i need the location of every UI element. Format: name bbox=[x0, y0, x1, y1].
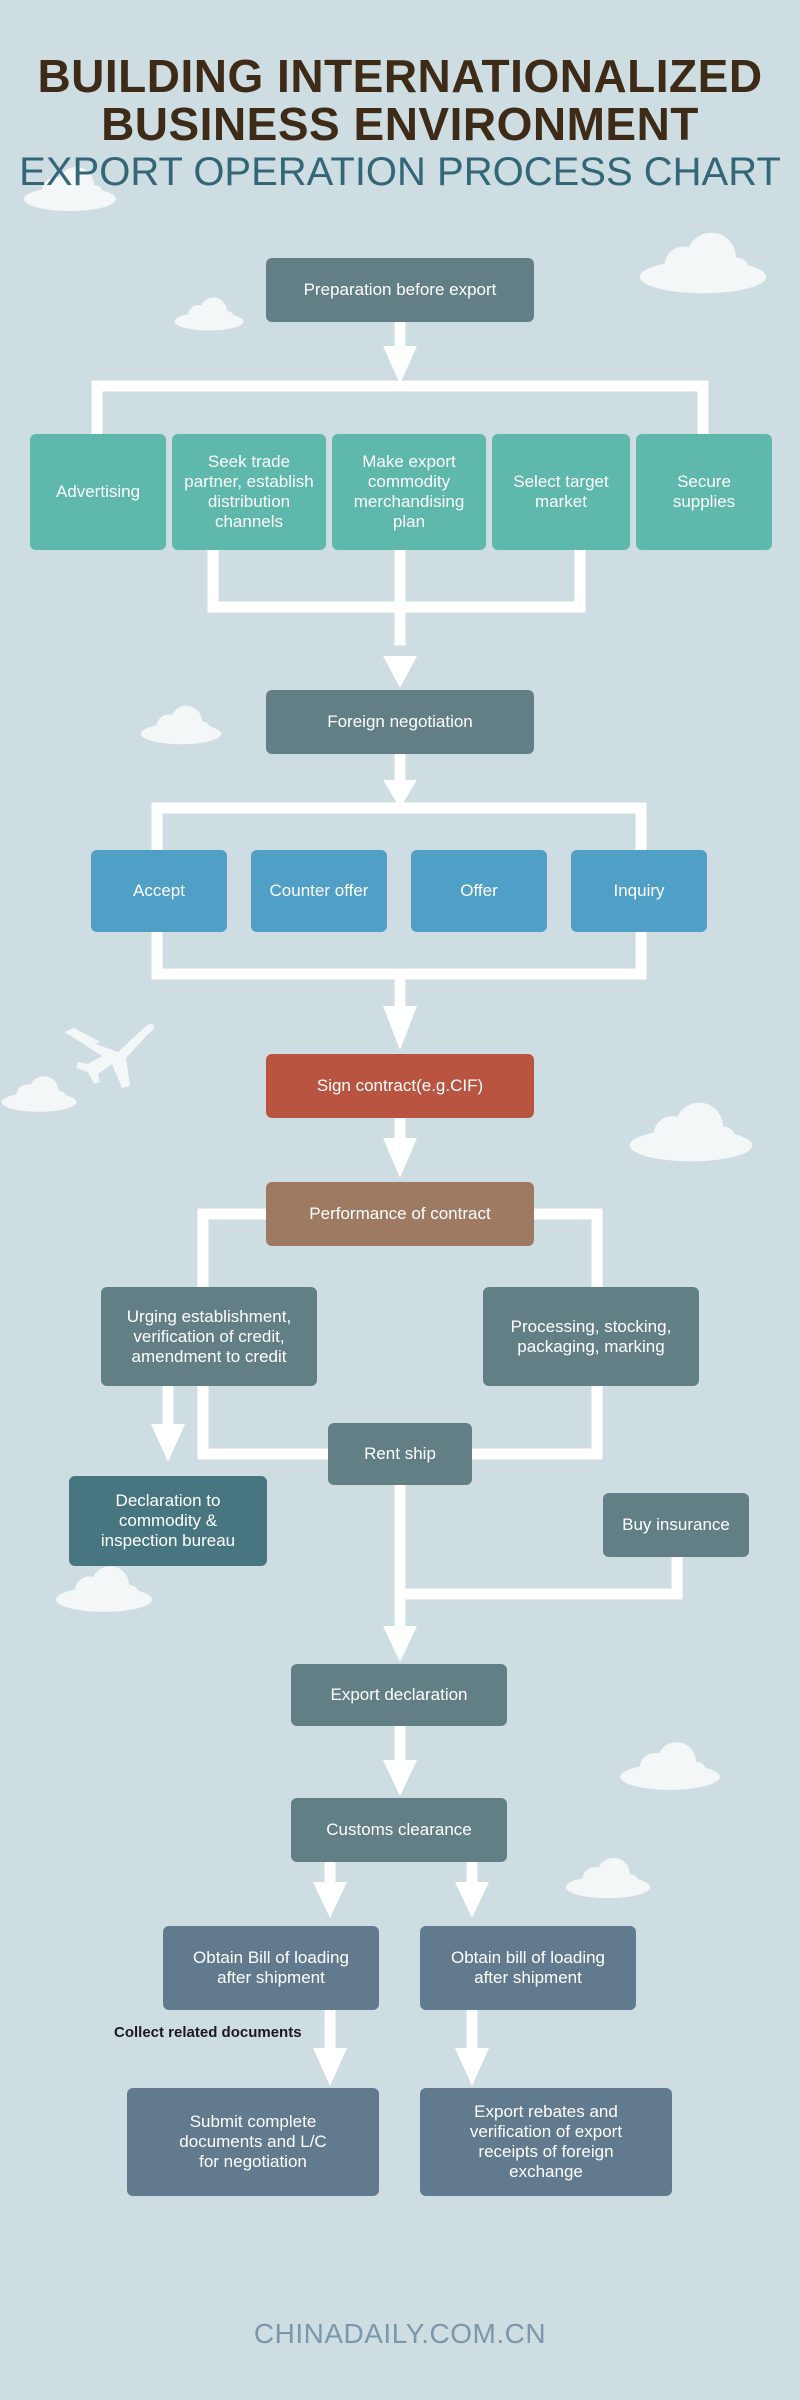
step-processing: Processing, stocking, packaging, marking bbox=[483, 1287, 699, 1386]
cloud-icon bbox=[174, 297, 244, 331]
footer-source: CHINADAILY.COM.CN bbox=[253, 2318, 547, 2349]
step-submit-documents: Submit complete documents and L/C for ne… bbox=[127, 2088, 379, 2196]
option-advertising: Advertising bbox=[30, 434, 166, 550]
option-merchandising-plan: Make export commodity merchandising plan bbox=[332, 434, 486, 550]
step-export-declaration: Export declaration bbox=[291, 1664, 507, 1726]
step-foreign-negotiation: Foreign negotiation bbox=[266, 690, 534, 754]
page-title-line-2: BUSINESS ENVIRONMENT bbox=[101, 98, 699, 150]
step-customs-clearance: Customs clearance bbox=[291, 1798, 507, 1862]
cloud-icon bbox=[1, 1076, 77, 1112]
page-title-line-1: BUILDING INTERNATIONALIZED bbox=[37, 50, 763, 102]
cloud-icon bbox=[24, 167, 116, 211]
airplane-icon bbox=[64, 1024, 154, 1088]
cloud-icon bbox=[620, 1742, 720, 1790]
page-subtitle: EXPORT OPERATION PROCESS CHART bbox=[19, 150, 781, 194]
option-counter-offer: Counter offer bbox=[251, 850, 387, 932]
cloud-icon bbox=[565, 1857, 651, 1899]
step-buy-insurance: Buy insurance bbox=[603, 1493, 749, 1557]
cloud-icon bbox=[629, 1102, 753, 1162]
option-inquiry: Inquiry bbox=[571, 850, 707, 932]
step-obtain-bill-right: Obtain bill of loading after shipment bbox=[420, 1926, 636, 2010]
step-sign-contract: Sign contract(e.g.CIF) bbox=[266, 1054, 534, 1118]
option-select-target-market: Select target market bbox=[492, 434, 630, 550]
step-obtain-bill-left: Obtain Bill of loading after shipment bbox=[163, 1926, 379, 2010]
label-collect-documents: Collect related documents bbox=[114, 2024, 302, 2041]
arrow-down-icon bbox=[151, 346, 489, 2086]
option-offer: Offer bbox=[411, 850, 547, 932]
cloud-icon bbox=[140, 705, 222, 745]
option-accept: Accept bbox=[91, 850, 227, 932]
step-urging-credit: Urging establishment, verification of cr… bbox=[101, 1287, 317, 1386]
cloud-icon bbox=[639, 232, 767, 294]
step-declaration-inspection: Declaration to commodity & inspection bu… bbox=[69, 1476, 267, 1566]
option-secure-supplies: Secure supplies bbox=[636, 434, 772, 550]
option-seek-trade-partner: Seek trade partner, establish distributi… bbox=[172, 434, 326, 550]
step-rent-ship: Rent ship bbox=[328, 1423, 472, 1485]
step-preparation: Preparation before export bbox=[266, 258, 534, 322]
step-performance-of-contract: Performance of contract bbox=[266, 1182, 534, 1246]
cloud-icon bbox=[56, 1566, 152, 1612]
step-export-rebates: Export rebates and verification of expor… bbox=[420, 2088, 672, 2196]
